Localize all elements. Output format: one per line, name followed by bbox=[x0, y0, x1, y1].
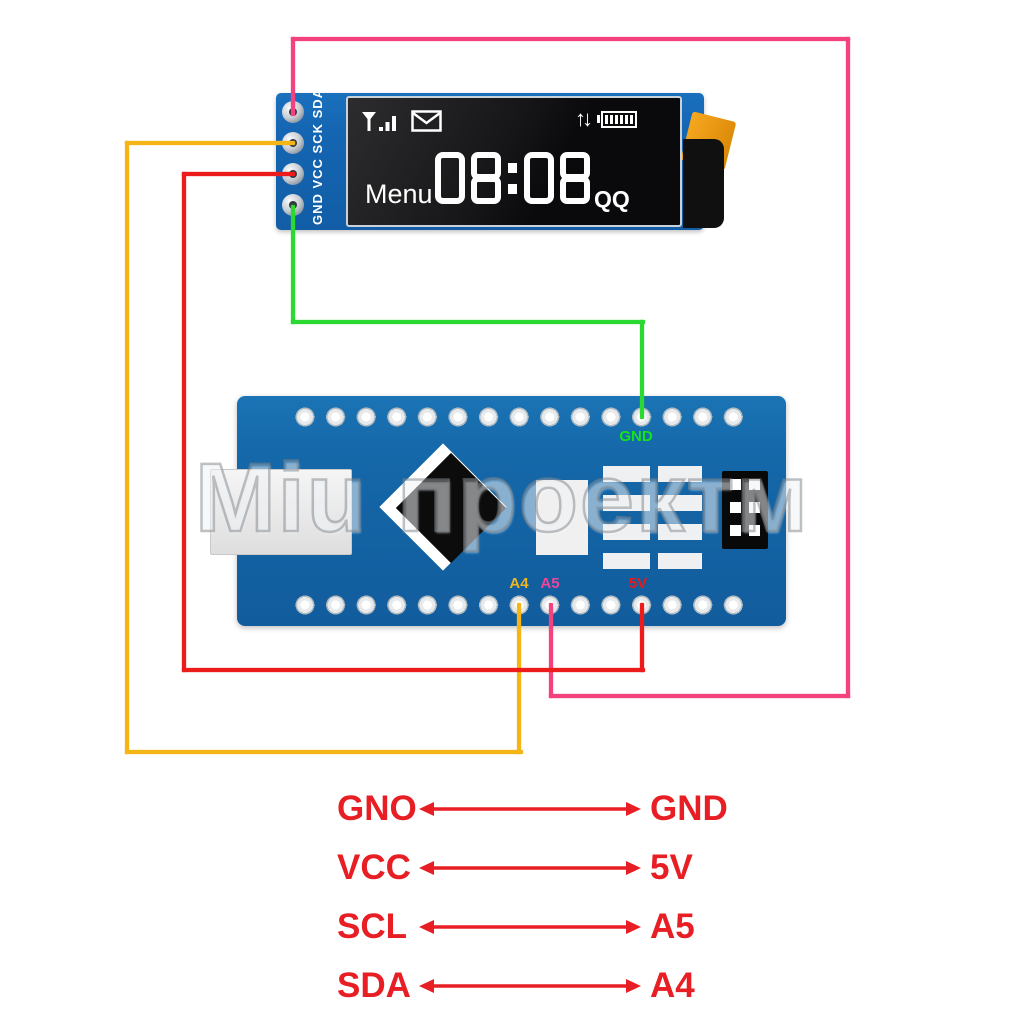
mail-envelope-icon bbox=[411, 110, 442, 132]
wire-vcc-red-segment-4 bbox=[640, 603, 644, 672]
updown-arrows-icon: ↑↓ bbox=[575, 106, 593, 131]
double-arrow bbox=[419, 861, 641, 875]
wire-sck-orange-segment-3 bbox=[125, 750, 523, 754]
nano-icsp-header bbox=[722, 471, 768, 549]
seven-segment-digit-8 bbox=[560, 152, 590, 204]
wire-sck-orange-segment-4 bbox=[517, 603, 521, 754]
legend-row1-left: GNO bbox=[337, 789, 417, 828]
wire-sck-orange-segment-2 bbox=[125, 141, 129, 754]
double-arrow bbox=[419, 802, 641, 816]
signal-strength-icon bbox=[362, 112, 396, 131]
nano-a4-pin-label: A4 bbox=[509, 575, 529, 592]
nano-gnd-pin-label: GND bbox=[619, 428, 653, 445]
oled-time-display: 08:08 bbox=[435, 152, 590, 204]
wire-vcc-red-segment-2 bbox=[182, 172, 186, 672]
seven-segment-digit-8 bbox=[471, 152, 501, 204]
oled-menu-label: Menu bbox=[365, 179, 433, 209]
double-arrow bbox=[419, 979, 641, 993]
seven-segment-digit-0 bbox=[524, 152, 554, 204]
battery-icon bbox=[597, 110, 637, 128]
oled-screen: ↑↓ Menu 08:08 QQ bbox=[346, 96, 682, 227]
oled-qq-label: QQ bbox=[594, 186, 630, 212]
time-value: 08:08 bbox=[435, 152, 436, 153]
double-arrow bbox=[419, 920, 641, 934]
arduino-nano-board: GND A4 A5 5V bbox=[210, 396, 786, 626]
oled-driver-block bbox=[683, 139, 724, 228]
wire-gnd-green-segment-1 bbox=[291, 205, 295, 324]
time-colon bbox=[507, 152, 518, 204]
legend-row3-left: SCL bbox=[337, 907, 407, 946]
nano-usb-connector bbox=[210, 469, 352, 555]
wire-sda-pink-segment-4 bbox=[549, 694, 850, 698]
oled-status-icons-right: ↑↓ bbox=[575, 108, 637, 130]
seven-segment-digit-0 bbox=[435, 152, 465, 204]
wire-sda-pink-segment-2 bbox=[291, 37, 850, 41]
nano-smd-pads bbox=[603, 466, 702, 569]
wire-gnd-green-segment-2 bbox=[291, 320, 645, 324]
legend-row2-right: 5V bbox=[650, 848, 693, 887]
legend-row1-right: GND bbox=[650, 789, 728, 828]
nano-pin-holes-top-row bbox=[290, 406, 750, 428]
battery-terminal bbox=[597, 115, 600, 123]
wire-vcc-red-segment-3 bbox=[182, 668, 645, 672]
wire-sck-orange-segment-1 bbox=[125, 141, 295, 145]
nano-a5-pin-label: A5 bbox=[540, 575, 560, 592]
oled-pin-header-labels: GND VCC SCK SDA bbox=[310, 87, 325, 225]
legend-row2-left: VCC bbox=[337, 848, 411, 887]
oled-status-icons-left bbox=[362, 110, 442, 132]
watermark-text: Miu проектм bbox=[194, 442, 810, 554]
legend-row4-right: A4 bbox=[650, 966, 695, 1005]
wire-sda-pink-segment-1 bbox=[291, 37, 295, 116]
nano-resonator bbox=[536, 480, 588, 555]
wire-sda-pink-segment-5 bbox=[549, 603, 553, 698]
battery-body bbox=[601, 110, 637, 128]
oled-display-module: GND VCC SCK SDA ↑↓ bbox=[276, 87, 737, 230]
wire-vcc-red-segment-1 bbox=[182, 172, 295, 176]
nano-5v-pin-label: 5V bbox=[628, 575, 648, 592]
legend-row4-left: SDA bbox=[337, 966, 411, 1005]
wire-sda-pink-segment-3 bbox=[846, 37, 850, 698]
legend-row3-right: A5 bbox=[650, 907, 695, 946]
wire-gnd-green-segment-3 bbox=[640, 320, 644, 419]
